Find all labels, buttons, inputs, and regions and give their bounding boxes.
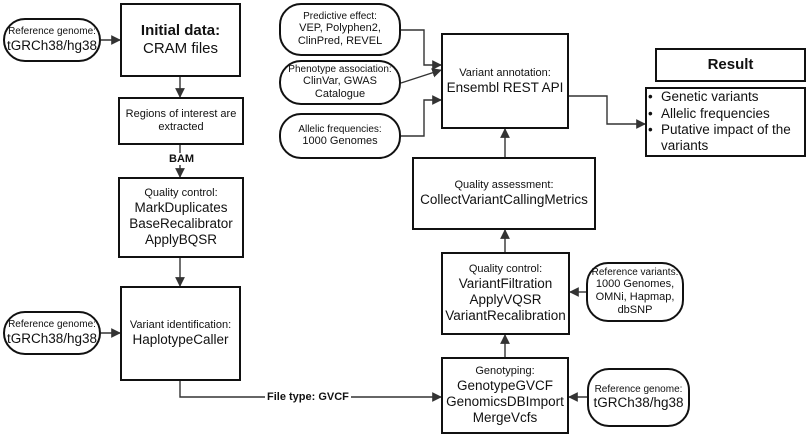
qc-right-step-2: ApplyVQSR	[469, 292, 542, 308]
genotyping-step-3: MergeVcfs	[472, 409, 538, 425]
regions-node: Regions of interest are extracted	[118, 97, 244, 145]
edge-predictive-to-annotation	[401, 29, 442, 70]
ref-variants-line-2: OMNi, Hapmap,	[595, 291, 675, 304]
edge-phenotype-to-annotation	[400, 68, 442, 84]
regions-line-1: Regions of interest are	[125, 108, 237, 121]
result-list-node: Genetic variants Allelic frequencies Put…	[645, 87, 806, 157]
ref-genome-mid-heading: Reference genome:	[8, 319, 96, 331]
genotyping-step-1: GenotypeGVCF	[456, 378, 554, 394]
annotation-value: Ensembl REST API	[446, 79, 564, 95]
ref-genome-right-value: tGRCh38/hg38	[593, 395, 684, 411]
phenotype-heading: Phenotype association:	[288, 63, 392, 75]
phenotype-node: Phenotype association: ClinVar, GWAS Cat…	[279, 60, 401, 105]
predictive-line-2: ClinPred, REVEL	[297, 35, 383, 48]
genotyping-step-2: GenomicsDBImport	[446, 394, 564, 410]
edge-allelic-to-annotation	[401, 95, 442, 137]
ref-genome-top-heading: Reference genome:	[8, 26, 96, 38]
annotation-node: Variant annotation: Ensembl REST API	[441, 33, 569, 129]
ref-genome-right-node: Reference genome: tGRCh38/hg38	[587, 368, 690, 427]
ref-variants-heading: Reference variants:	[591, 266, 679, 278]
ref-variants-line-1: 1000 Genomes,	[595, 278, 675, 291]
qc-right-heading: Quality control:	[468, 263, 543, 276]
edge-variant-id-to-genotyping	[179, 381, 442, 402]
allelic-value: 1000 Genomes	[302, 135, 378, 148]
predictive-line-1: VEP, Polyphen2,	[299, 22, 381, 35]
ref-variants-node: Reference variants: 1000 Genomes, OMNi, …	[586, 262, 684, 322]
result-item-putative-impact-line-1: Putative impact of the	[661, 122, 791, 137]
result-title: Result	[707, 56, 754, 74]
initial-data-heading: Initial data:	[140, 22, 221, 40]
qc-right-step-3: VariantRecalibration	[445, 307, 566, 323]
qc-left-step-3: ApplyBQSR	[144, 231, 218, 247]
annotation-heading: Variant annotation:	[459, 66, 551, 79]
bam-edge-label: BAM	[169, 153, 195, 165]
result-item-allelic-frequencies: Allelic frequencies	[648, 106, 791, 123]
predictive-heading: Predictive effect:	[303, 10, 377, 22]
genotyping-heading: Genotyping:	[475, 365, 535, 378]
qc-left-step-2: BaseRecalibrator	[129, 216, 233, 232]
ref-genome-mid-node: Reference genome: tGRCh38/hg38	[3, 311, 101, 355]
ref-variants-line-3: dbSNP	[617, 304, 653, 317]
allelic-node: Allelic frequencies: 1000 Genomes	[279, 113, 401, 159]
allelic-heading: Allelic frequencies:	[298, 123, 382, 135]
genotyping-node: Genotyping: GenotypeGVCF GenomicsDBImpor…	[441, 357, 569, 434]
gvcf-edge-label: File type: GVCF	[265, 391, 351, 403]
initial-data-value: CRAM files	[142, 40, 218, 57]
variant-id-value: HaplotypeCaller	[132, 332, 229, 348]
qa-node: Quality assessment: CollectVariantCallin…	[412, 157, 596, 230]
qc-left-heading: Quality control:	[144, 187, 218, 200]
variant-id-node: Variant identification: HaplotypeCaller	[120, 286, 241, 381]
ref-genome-right-heading: Reference genome:	[594, 383, 683, 395]
regions-line-2: extracted	[158, 121, 204, 133]
ref-genome-top-node: Reference genome: tGRCh38/hg38	[3, 18, 101, 62]
qc-right-step-1: VariantFiltration	[458, 276, 553, 292]
variant-id-heading: Variant identification:	[129, 319, 232, 332]
result-item-genetic-variants: Genetic variants	[648, 89, 791, 106]
qc-left-step-1: MarkDuplicates	[134, 200, 228, 216]
initial-data-node: Initial data: CRAM files	[120, 3, 241, 77]
edge-annotation-to-result	[569, 95, 646, 129]
ref-genome-top-value: tGRCh38/hg38	[6, 37, 98, 53]
result-list: Genetic variants Allelic frequencies Put…	[647, 89, 791, 155]
predictive-node: Predictive effect: VEP, Polyphen2, ClinP…	[279, 3, 401, 56]
qa-value: CollectVariantCallingMetrics	[420, 192, 588, 208]
result-item-putative-impact-line-2: variants	[661, 138, 709, 154]
phenotype-line-2: Catalogue	[314, 88, 366, 101]
phenotype-line-1: ClinVar, GWAS	[303, 75, 377, 88]
qc-left-node: Quality control: MarkDuplicates BaseReca…	[118, 177, 244, 258]
result-title-node: Result	[655, 48, 806, 82]
qc-right-node: Quality control: VariantFiltration Apply…	[441, 252, 570, 335]
qa-heading: Quality assessment:	[454, 179, 554, 192]
ref-genome-mid-value: tGRCh38/hg38	[6, 330, 98, 346]
